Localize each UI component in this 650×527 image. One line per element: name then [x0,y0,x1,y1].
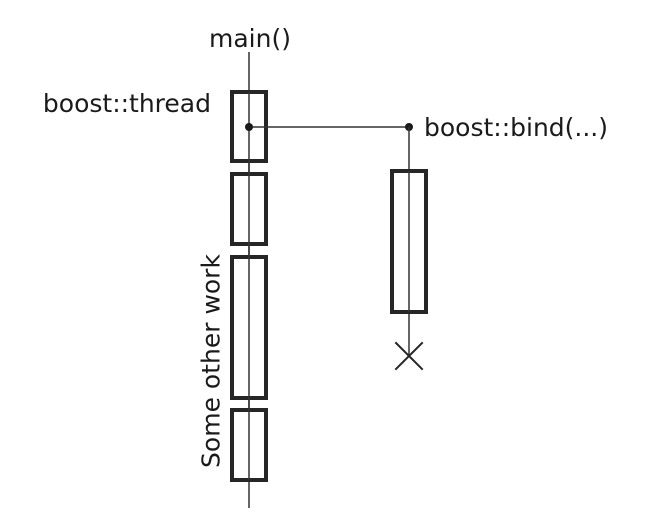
main-label: main() [209,24,291,53]
thread-end-x-icon [394,341,424,371]
thread-label: boost::thread [43,89,211,118]
bind-label: boost::bind(...) [424,113,608,142]
spawn-origin-dot [245,123,253,131]
other-work-label: Some other work [197,254,226,468]
